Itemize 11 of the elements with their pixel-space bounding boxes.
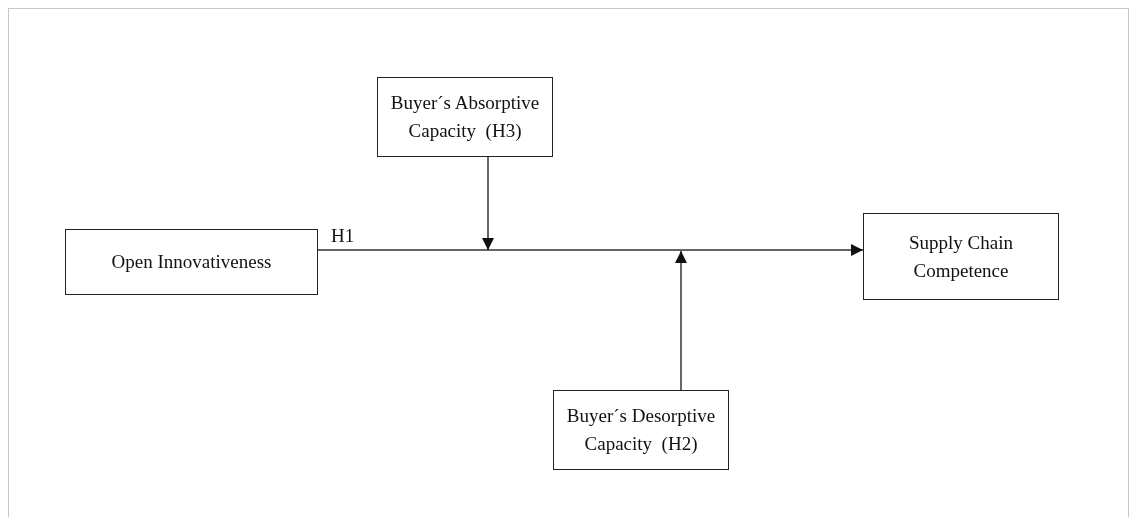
box-label: Buyer´s Absorptive Capacity (H3)	[389, 91, 541, 143]
box-label: Open Innovativeness	[111, 250, 272, 275]
arrow	[482, 156, 494, 251]
concept-box	[863, 213, 1059, 300]
concept-box	[377, 77, 553, 157]
box-label: Supply Chain Competence	[908, 230, 1014, 283]
arrow	[317, 244, 864, 256]
box-label: Buyer´s Desorptive Capacity (H2)	[565, 404, 717, 456]
arrow	[675, 250, 687, 391]
concept-box	[553, 390, 729, 470]
concept-box	[65, 229, 318, 295]
